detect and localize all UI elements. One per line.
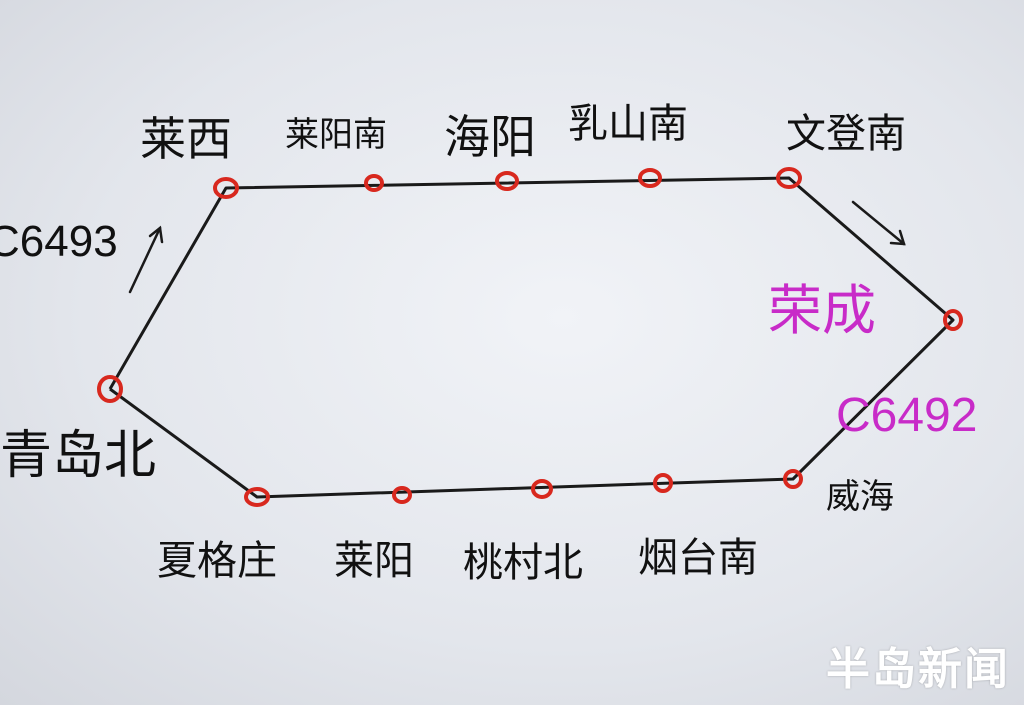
northbound-arrow-icon xyxy=(128,225,164,294)
station-marker-laixi xyxy=(213,177,239,199)
station-marker-haiyang xyxy=(495,171,519,191)
train-number-northbound: C6493 xyxy=(0,217,118,266)
station-marker-weihai xyxy=(783,469,803,489)
station-label-laiyang-nan: 莱阳南 xyxy=(285,115,387,155)
station-label-taocun-bei: 桃村北 xyxy=(463,540,583,586)
station-label-rushan-nan: 乳山南 xyxy=(568,101,688,147)
station-label-laiyang: 莱阳 xyxy=(334,538,414,584)
station-marker-rongcheng xyxy=(943,309,963,331)
southbound-arrow-icon xyxy=(851,200,906,246)
station-marker-xiagezhuang xyxy=(244,487,270,507)
station-label-laixi: 莱西 xyxy=(140,112,232,166)
route-line xyxy=(108,176,955,499)
station-label-rongcheng: 荣成 xyxy=(768,279,876,342)
station-label-weihai: 威海 xyxy=(826,477,894,517)
station-marker-qingdao-bei xyxy=(97,375,123,403)
station-label-yantai-nan: 烟台南 xyxy=(638,535,758,581)
watermark-logo: 半岛新闻 xyxy=(826,644,1010,695)
station-marker-laiyang-nan xyxy=(364,174,384,192)
station-marker-rushan-nan xyxy=(638,168,662,188)
station-label-qingdao-bei: 青岛北 xyxy=(0,426,157,486)
station-label-wendeng-nan: 文登南 xyxy=(786,111,906,157)
train-number-southbound: C6492 xyxy=(836,389,978,442)
station-marker-yantai-nan xyxy=(653,473,673,493)
station-marker-taocun-bei xyxy=(531,479,553,499)
station-label-haiyang: 海阳 xyxy=(444,110,536,164)
station-marker-wendeng-nan xyxy=(776,167,802,189)
station-marker-laiyang xyxy=(392,486,412,504)
station-label-xiagezhuang: 夏格庄 xyxy=(157,538,277,584)
station-markers xyxy=(97,167,963,507)
